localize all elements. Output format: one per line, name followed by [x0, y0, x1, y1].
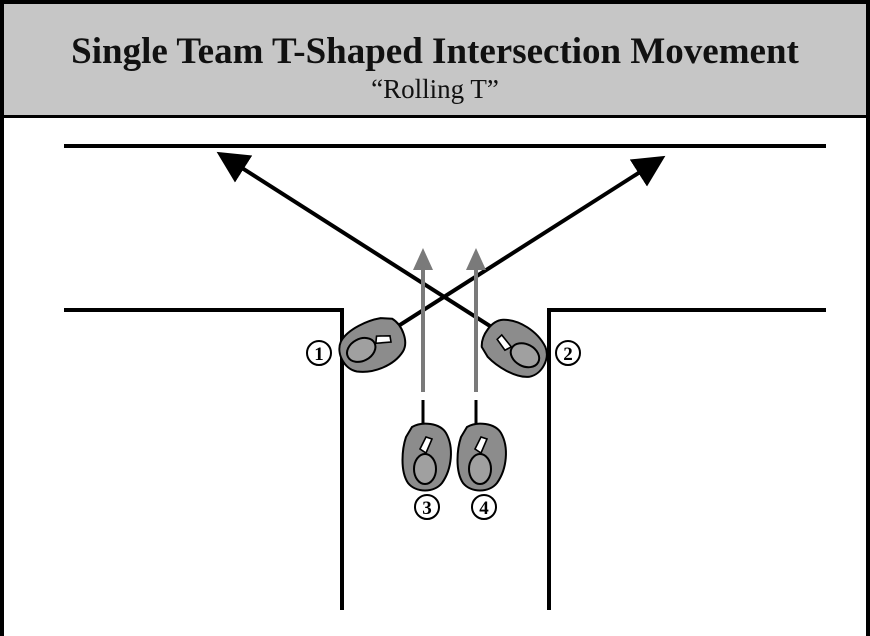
- rider-2-badge: 2: [555, 340, 581, 366]
- path-rider-1: [368, 155, 666, 346]
- rider-number: 1: [314, 344, 324, 365]
- rider-number: 3: [422, 498, 432, 519]
- rider-1-badge: 1: [306, 340, 332, 366]
- rider-3-badge: 3: [414, 494, 440, 520]
- motorcycle-icon: [401, 422, 452, 492]
- diagram-title: Single Team T-Shaped Intersection Moveme…: [71, 31, 799, 72]
- diagram-subtitle: “Rolling T”: [371, 74, 499, 104]
- path-rider-2: [216, 151, 517, 344]
- arrow-icon: [413, 248, 433, 270]
- rider-4-badge: 4: [471, 494, 497, 520]
- road-left-corner: [64, 308, 344, 610]
- road: [64, 144, 826, 610]
- road-right-corner: [547, 308, 826, 610]
- motorcycle-icon: [456, 422, 507, 492]
- title-banner: Single Team T-Shaped Intersection Moveme…: [4, 4, 866, 118]
- arrow-icon: [466, 248, 486, 270]
- rider-number: 4: [479, 498, 489, 519]
- rider-number: 2: [563, 344, 573, 365]
